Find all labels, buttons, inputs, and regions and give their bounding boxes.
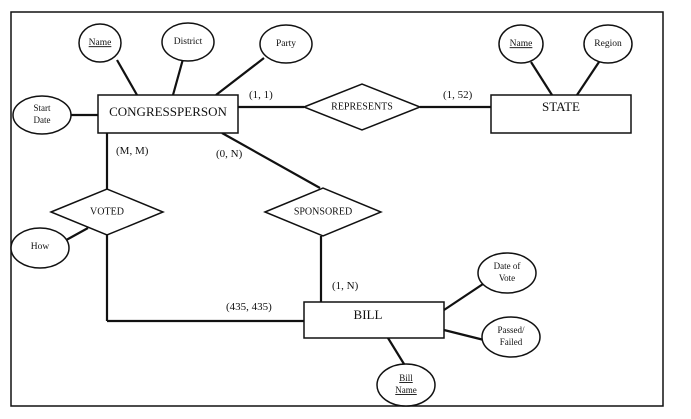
cardinality-bill-sponsored: (1, N): [332, 280, 359, 292]
relationship-represents: REPRESENTS: [301, 83, 423, 131]
attribute-passed-failed-line1: Passed/: [498, 325, 525, 335]
attribute-party-label: Party: [276, 39, 296, 49]
attribute-date-of-vote-line2: Vote: [499, 273, 515, 283]
attribute-how: How: [10, 227, 70, 269]
entity-bill: BILL: [303, 301, 445, 339]
cardinality-congressperson-represents: (1, 1): [249, 89, 273, 101]
cardinality-state-represents: (1, 52): [443, 89, 473, 101]
attribute-region-label: Region: [594, 39, 622, 49]
attribute-district: District: [161, 22, 215, 62]
attribute-bill-name: Bill Name: [376, 363, 436, 407]
relationship-sponsored: SPONSORED: [263, 187, 383, 237]
attribute-bill-name-line2: Name: [395, 385, 417, 395]
cardinality-bill-voted: (435, 435): [226, 301, 272, 313]
attribute-start-date-line2: Date: [34, 115, 51, 125]
attribute-congressperson-name-label: Name: [89, 38, 112, 48]
entity-congressperson: CONGRESSPERSON: [97, 94, 239, 134]
attribute-state-name: Name: [498, 24, 544, 64]
relationship-represents-label: REPRESENTS: [331, 101, 393, 112]
attribute-start-date-line1: Start: [34, 103, 51, 113]
attribute-state-name-label: Name: [510, 39, 533, 49]
entity-congressperson-label: CONGRESSPERSON: [109, 104, 227, 119]
entity-state-label: STATE: [542, 99, 580, 114]
relationship-sponsored-label: SPONSORED: [294, 206, 352, 217]
attribute-date-of-vote: Date of Vote: [477, 252, 537, 294]
relationship-voted: VOTED: [49, 188, 165, 236]
cardinality-congressperson-voted: (M, M): [116, 145, 149, 157]
attribute-bill-name-line1: Bill: [399, 373, 413, 383]
attribute-passed-failed-line2: Failed: [500, 337, 523, 347]
attribute-district-label: District: [174, 37, 203, 47]
attribute-start-date: Start Date: [12, 95, 72, 135]
attribute-region: Region: [583, 24, 633, 64]
relationship-voted-label: VOTED: [90, 206, 124, 217]
entity-state: STATE: [490, 94, 632, 134]
connector-lines: [58, 57, 600, 365]
entity-bill-label: BILL: [354, 307, 383, 322]
attribute-passed-failed: Passed/ Failed: [481, 316, 541, 358]
attribute-how-label: How: [31, 242, 50, 252]
attribute-date-of-vote-line1: Date of: [494, 261, 521, 271]
attribute-congressperson-name: Name: [78, 23, 122, 63]
cardinality-congressperson-sponsored: (0, N): [216, 148, 243, 160]
attribute-party: Party: [259, 24, 313, 64]
